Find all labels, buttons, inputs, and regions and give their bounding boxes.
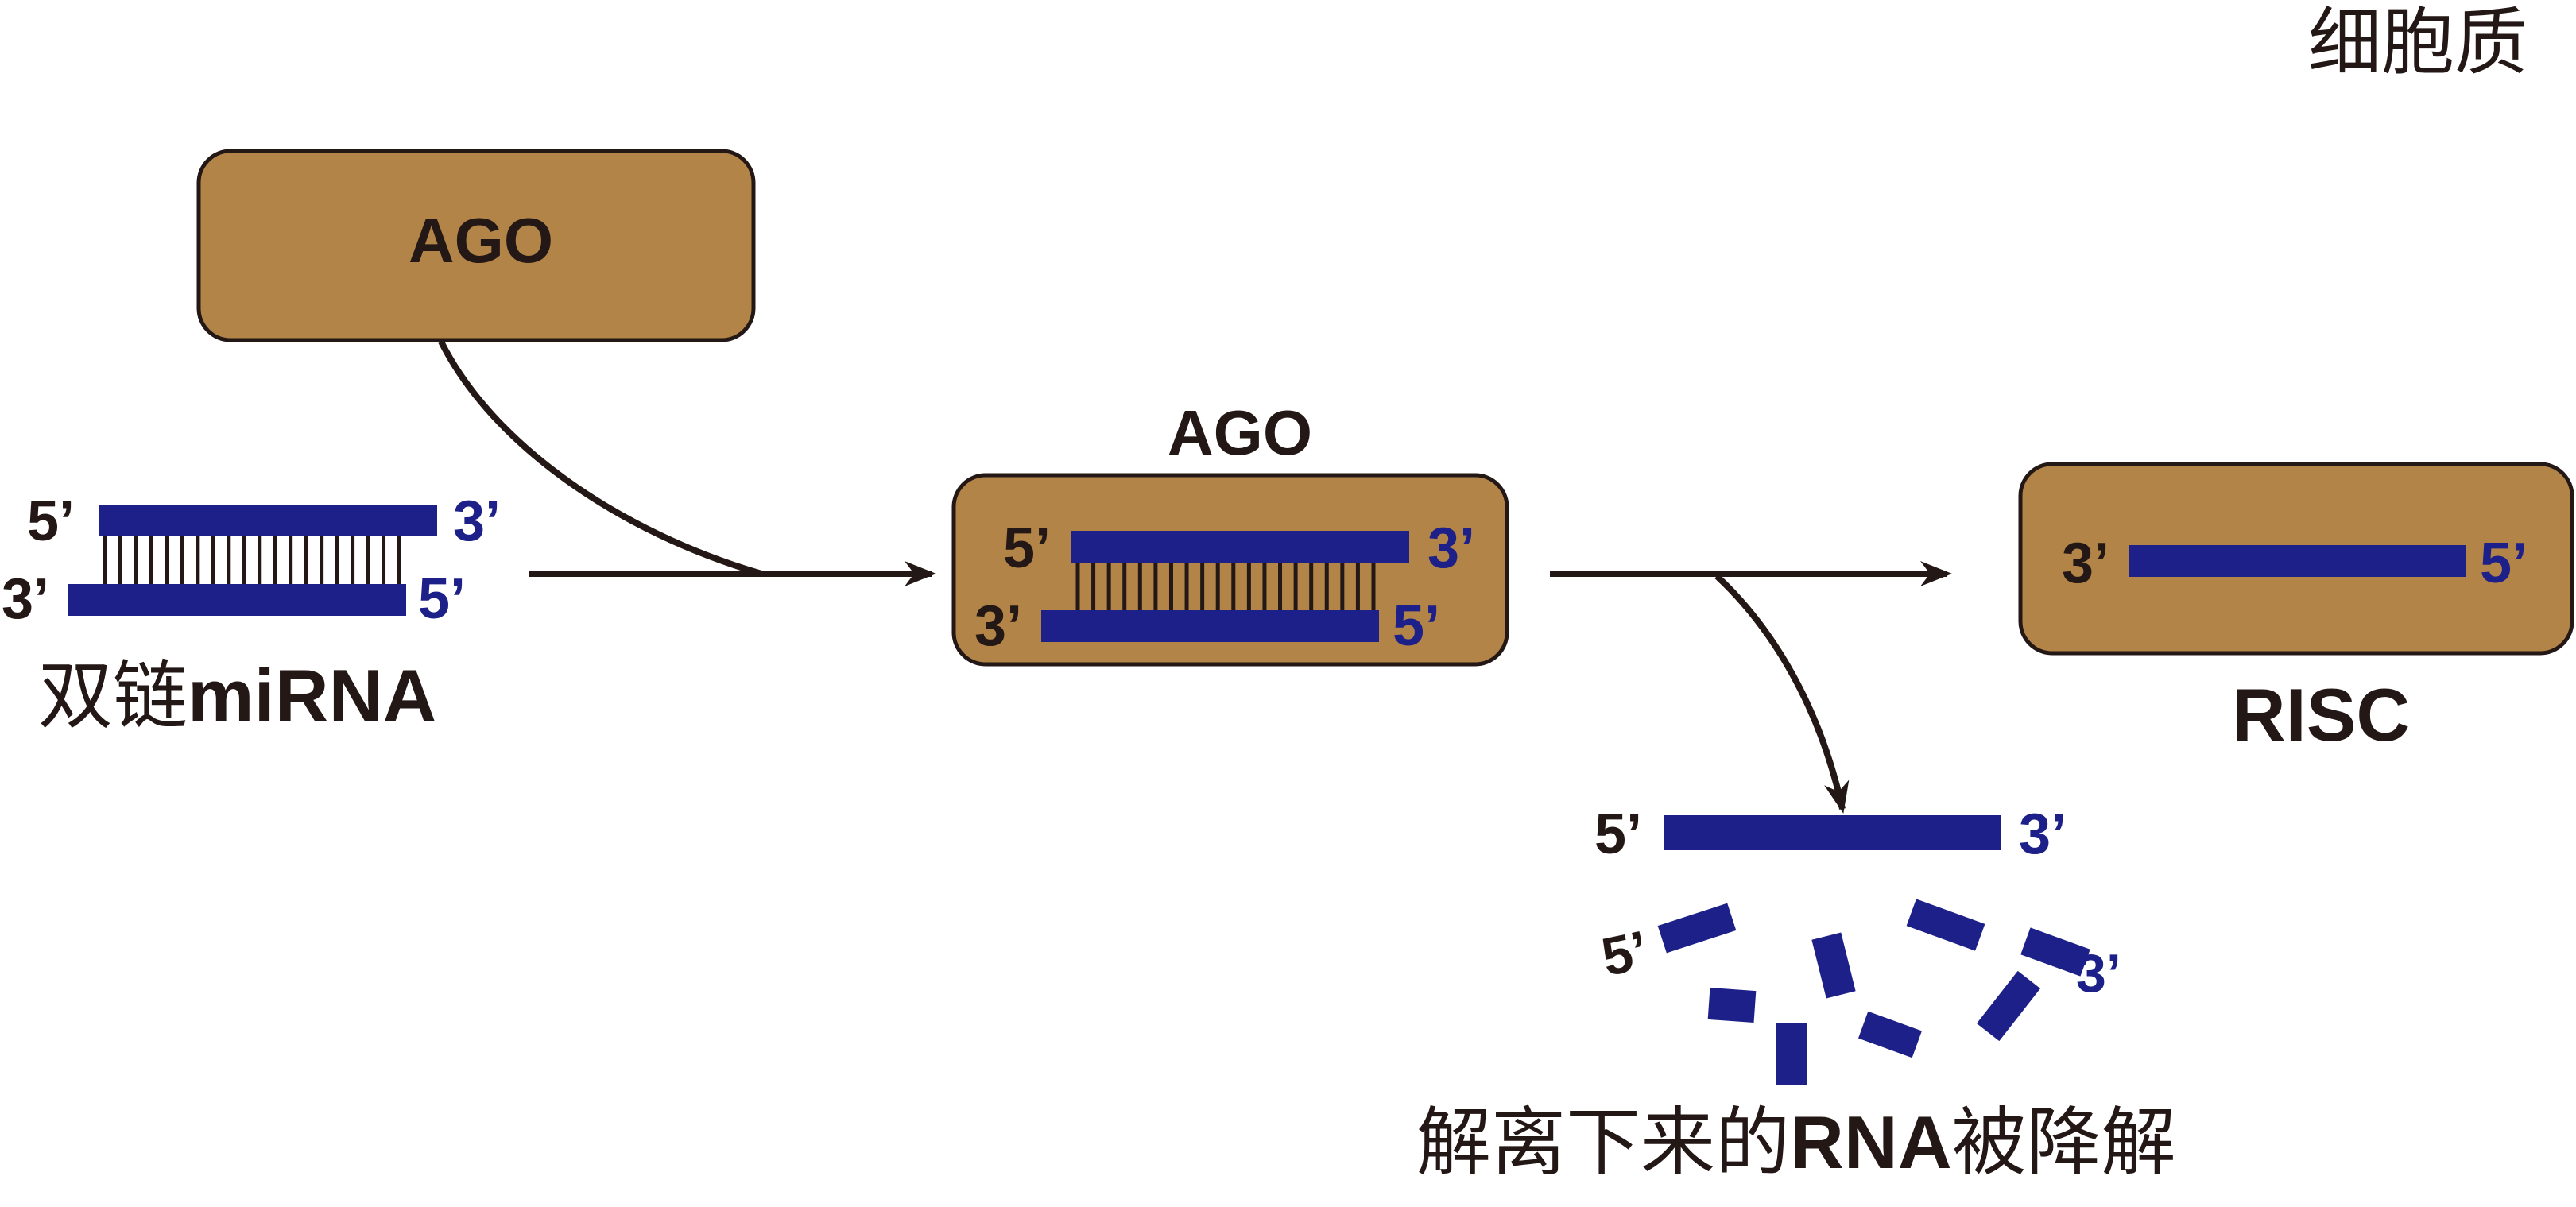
fragment [1906, 899, 1985, 951]
risc-label: RISC [2232, 673, 2411, 756]
duplex-top-strand [99, 505, 437, 536]
loaded-bottom-5prime: 5’ [1393, 594, 1440, 658]
loaded-base-pairs [1075, 563, 1376, 610]
passenger-strand: 5’ 3’ [1594, 803, 2067, 866]
risc-complex: 3’ 5’ RISC [2018, 462, 2574, 756]
risc-3prime: 3’ [2062, 532, 2109, 595]
degradation-caption: 解离下来的RNA被降解 [1416, 1100, 2176, 1186]
duplex-caption-cn: 双链 [38, 653, 188, 740]
loaded-bottom-strand [1041, 610, 1379, 642]
fragment [1976, 970, 2041, 1042]
mirna-duplex: 5’ 3’ 3’ 5’ 双链miRNA [2, 489, 501, 740]
duplex-bottom-3prime: 3’ [2, 567, 49, 631]
ago-free: AGO [196, 149, 756, 342]
fragment [1707, 988, 1757, 1023]
cytoplasm-label: 细胞质 [2308, 0, 2528, 85]
passenger-5prime: 5’ [1594, 803, 1642, 866]
loaded-top-5prime: 5’ [1003, 516, 1051, 580]
passenger-3prime: 3’ [2019, 803, 2067, 866]
loaded-top-3prime: 3’ [1427, 516, 1475, 580]
fragments-3prime: 3’ [2076, 943, 2121, 1004]
duplex-base-pairs [103, 536, 401, 584]
duplex-top-3prime: 3’ [453, 489, 501, 553]
fragment [1776, 1023, 1807, 1085]
passenger-release-arrow [1714, 574, 1850, 814]
duplex-bottom-strand [68, 584, 406, 616]
passenger-strand-bar [1664, 815, 2001, 850]
degradation-caption-cn-a: 解离下来的 [1416, 1100, 1790, 1186]
loaded-top-strand [1071, 531, 1409, 563]
degraded-fragments: 5’ 3’ [1597, 899, 2121, 1085]
fragment [1858, 1011, 1922, 1058]
ago-join-curve [438, 340, 763, 577]
risc-5prime: 5’ [2480, 532, 2528, 595]
fragment [1657, 903, 1737, 954]
fragment [1811, 932, 1856, 999]
fragment [2020, 927, 2090, 977]
degradation-caption-latin: RNA [1790, 1101, 1952, 1184]
ago-free-box [196, 149, 756, 342]
ago-loaded: AGO 5’ 3’ 3’ 5’ [951, 397, 1509, 667]
ago-free-label: AGO [409, 205, 553, 276]
duplex-caption-latin: miRNA [188, 654, 436, 737]
loaded-bottom-3prime: 3’ [974, 594, 1022, 658]
risc-guide-strand [2129, 545, 2466, 577]
degradation-caption-cn-b: 被降解 [1952, 1100, 2176, 1186]
ago-loaded-label: AGO [1168, 397, 1312, 468]
fragments-5prime: 5’ [1597, 919, 1653, 988]
duplex-bottom-5prime: 5’ [418, 567, 466, 631]
duplex-caption: 双链miRNA [38, 653, 436, 740]
duplex-top-5prime: 5’ [27, 489, 75, 553]
